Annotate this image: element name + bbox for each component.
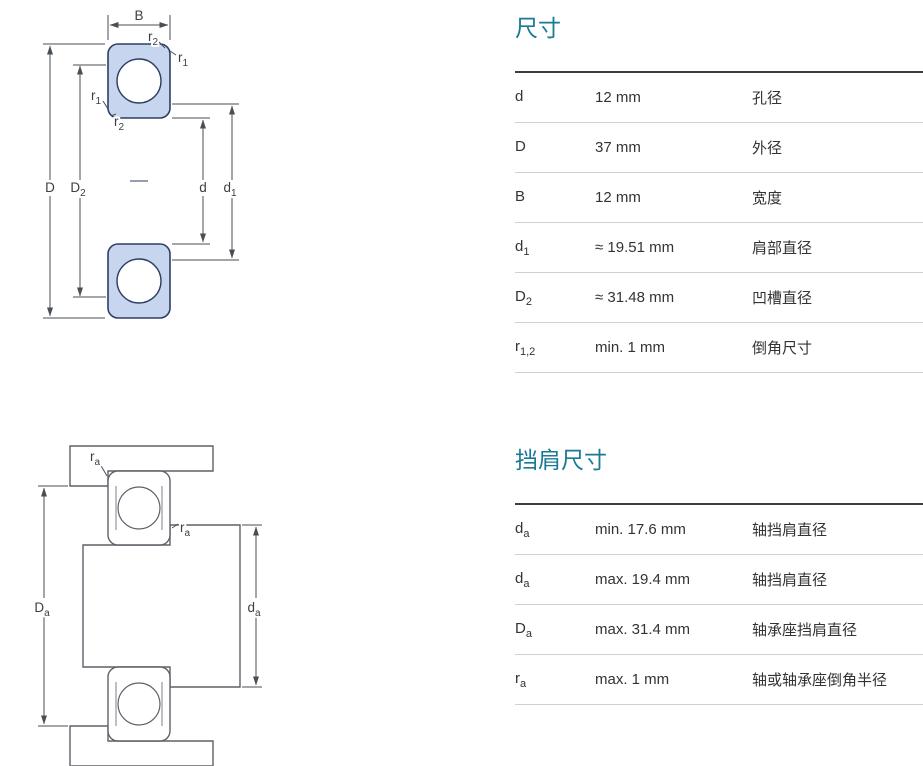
label-r1-left: r1 bbox=[91, 88, 102, 107]
leader-lines bbox=[102, 41, 177, 117]
abutment-table: da min. 17.6 mm 轴挡肩直径 da max. 19.4 mm 轴挡… bbox=[515, 503, 923, 705]
label-D: D bbox=[45, 180, 55, 195]
leader-lines bbox=[99, 463, 179, 529]
ball-lower bbox=[117, 682, 161, 726]
table-row: D 37 mm 外径 bbox=[515, 123, 923, 173]
description-cell: 轴或轴承座倒角半径 bbox=[752, 672, 888, 689]
value-cell: ≈ 31.48 mm bbox=[595, 289, 675, 306]
label-D2: D2 bbox=[70, 180, 86, 199]
description-cell: 轴承座挡肩直径 bbox=[752, 622, 858, 639]
label-ra-housing: ra bbox=[90, 449, 101, 468]
abutment-section: 挡肩尺寸 da min. 17.6 mm 轴挡肩直径 da max. 19.4 … bbox=[515, 444, 923, 705]
description-cell: 肩部直径 bbox=[752, 240, 813, 257]
symbol-cell: d bbox=[515, 87, 524, 105]
shield-lines bbox=[115, 682, 163, 726]
value-cell: 12 mm bbox=[595, 89, 641, 106]
symbol-cell: D bbox=[515, 137, 526, 155]
ball-lower bbox=[116, 258, 162, 304]
symbol-cell: d1 bbox=[515, 237, 530, 258]
bearing-lower-half bbox=[107, 243, 171, 319]
label-r1-top: r1 bbox=[178, 50, 189, 69]
dimension-lines bbox=[47, 22, 235, 317]
value-cell: min. 17.6 mm bbox=[595, 521, 686, 538]
value-cell: ≈ 19.51 mm bbox=[595, 239, 675, 256]
description-cell: 倒角尺寸 bbox=[752, 340, 813, 357]
table-row: da max. 19.4 mm 轴挡肩直径 bbox=[515, 555, 923, 605]
description-cell: 凹槽直径 bbox=[752, 290, 813, 307]
housing-lower bbox=[69, 725, 214, 766]
symbol-cell: r1,2 bbox=[515, 337, 536, 358]
value-cell: max. 19.4 mm bbox=[595, 571, 691, 588]
symbol-cell: D2 bbox=[515, 287, 532, 308]
table-row: da min. 17.6 mm 轴挡肩直径 bbox=[515, 505, 923, 555]
label-ra-shaft: ra bbox=[180, 520, 191, 539]
shaft bbox=[82, 524, 241, 688]
description-cell: 轴挡肩直径 bbox=[752, 572, 828, 589]
bearing-mounting-diagram: ra ra Da da bbox=[32, 445, 263, 766]
ball-upper bbox=[116, 58, 162, 104]
description-cell: 轴挡肩直径 bbox=[752, 522, 828, 539]
table-row: d 12 mm 孔径 bbox=[515, 73, 923, 123]
table-row: ra max. 1 mm 轴或轴承座倒角半径 bbox=[515, 655, 923, 705]
dimensions-table: d 12 mm 孔径 D 37 mm 外径 B 12 mm 宽度 d1 ≈ 19… bbox=[515, 71, 923, 373]
label-B: B bbox=[134, 8, 143, 23]
table-row: D2 ≈ 31.48 mm 凹槽直径 bbox=[515, 273, 923, 323]
symbol-cell: B bbox=[515, 187, 526, 205]
dimension-extension-lines bbox=[38, 485, 262, 727]
housing-upper bbox=[69, 445, 214, 487]
description-cell: 宽度 bbox=[752, 190, 783, 207]
description-cell: 孔径 bbox=[752, 90, 783, 107]
table-row: r1,2 min. 1 mm 倒角尺寸 bbox=[515, 323, 923, 373]
bearing-upper-half bbox=[107, 43, 171, 119]
value-cell: max. 31.4 mm bbox=[595, 621, 691, 638]
dimensions-section: 尺寸 d 12 mm 孔径 D 37 mm 外径 B 12 mm 宽度 d1 ≈… bbox=[515, 12, 923, 373]
symbol-cell: ra bbox=[515, 669, 527, 690]
description-cell: 外径 bbox=[752, 140, 783, 157]
table-row: d1 ≈ 19.51 mm 肩部直径 bbox=[515, 223, 923, 273]
bearing-upper-half bbox=[107, 470, 171, 546]
value-cell: 37 mm bbox=[595, 139, 641, 156]
label-da: da bbox=[247, 600, 261, 619]
symbol-cell: da bbox=[515, 519, 530, 540]
table-row: B 12 mm 宽度 bbox=[515, 173, 923, 223]
dimension-lines bbox=[41, 487, 259, 725]
table-row: Da max. 31.4 mm 轴承座挡肩直径 bbox=[515, 605, 923, 655]
abutment-title: 挡肩尺寸 bbox=[515, 447, 607, 473]
label-Da: Da bbox=[34, 600, 50, 619]
bearing-lower-half bbox=[107, 666, 171, 742]
symbol-cell: Da bbox=[515, 619, 532, 640]
symbol-cell: da bbox=[515, 569, 530, 590]
label-r2-top: r2 bbox=[148, 29, 159, 48]
value-cell: 12 mm bbox=[595, 189, 641, 206]
label-d: d bbox=[199, 180, 207, 195]
label-r2-left: r2 bbox=[114, 114, 125, 133]
shield-lines bbox=[115, 486, 163, 530]
dimensions-title: 尺寸 bbox=[515, 15, 561, 41]
value-cell: min. 1 mm bbox=[595, 339, 666, 356]
ball-upper bbox=[117, 486, 161, 530]
bearing-cross-section-diagram: B r2 r1 r1 r2 D D2 d d1 bbox=[43, 6, 239, 319]
label-d1: d1 bbox=[223, 180, 237, 199]
dimension-extension-lines bbox=[43, 15, 239, 319]
value-cell: max. 1 mm bbox=[595, 671, 670, 688]
